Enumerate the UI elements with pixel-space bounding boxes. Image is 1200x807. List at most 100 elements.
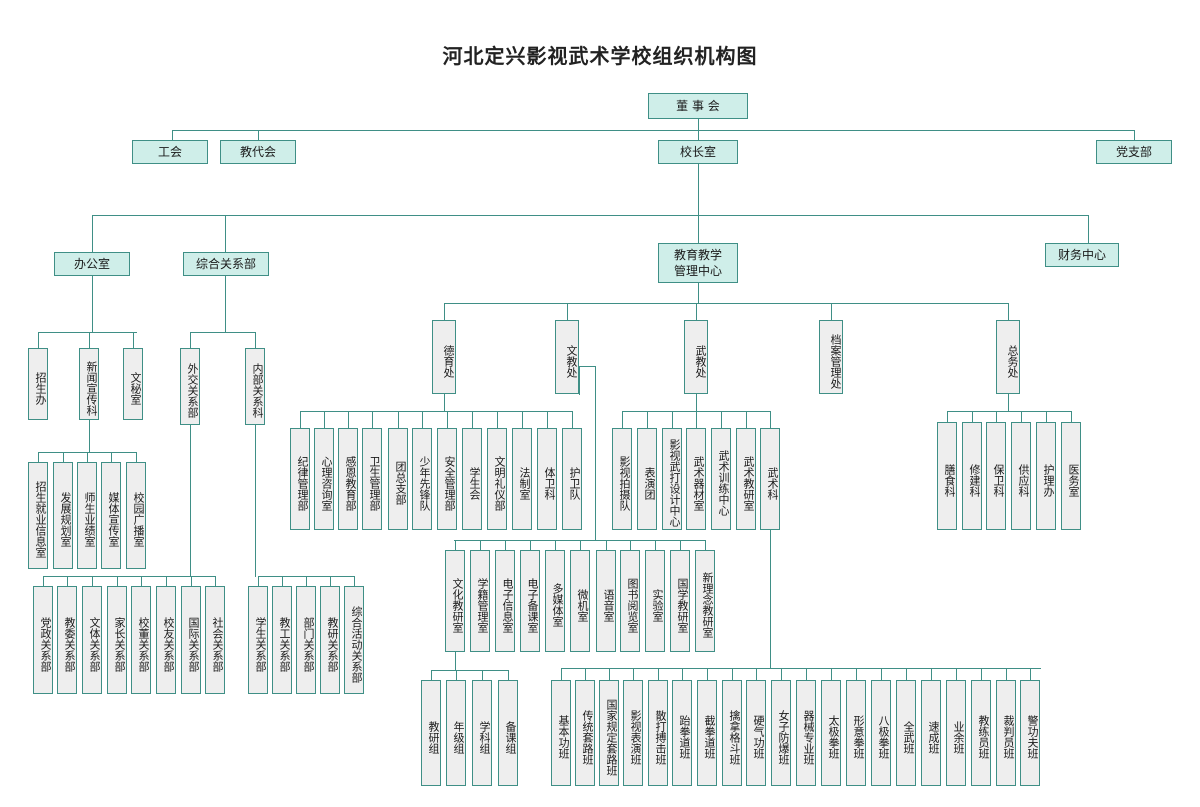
connector-line	[89, 420, 90, 453]
connector-line	[658, 668, 659, 681]
connector-line	[455, 540, 456, 551]
connector-line	[258, 130, 259, 141]
connector-line	[133, 332, 134, 349]
martial-class-8: 硬气功班	[746, 680, 766, 786]
connector-line	[255, 332, 256, 349]
general-affairs-child-5: 医务室	[1061, 422, 1081, 530]
connector-line	[585, 668, 586, 681]
branch-bar	[300, 411, 573, 412]
staff-congress-node: 教代会	[220, 140, 296, 164]
internal-child-3: 教研关系部	[320, 586, 340, 694]
martial-class-12: 形意拳班	[846, 680, 866, 786]
connector-line	[696, 303, 697, 321]
connector-line	[1006, 668, 1007, 681]
branch-bar	[444, 303, 1009, 304]
culture-child-4: 多媒体室	[545, 550, 565, 652]
moral-child-1: 心理咨询室	[314, 428, 334, 530]
party-branch-node: 党支部	[1096, 140, 1172, 164]
moral-child-4: 团总支部	[388, 428, 408, 530]
office-child-1: 新闻宣传科	[79, 348, 99, 420]
culture-child-3: 电子备课室	[520, 550, 540, 652]
connector-line	[300, 411, 301, 429]
connector-line	[455, 652, 456, 671]
connector-line	[696, 394, 697, 412]
general-child-0: 外交关系部	[180, 348, 200, 425]
connector-line	[996, 411, 997, 423]
culture-child-7: 图书阅览室	[620, 550, 640, 652]
connector-line	[672, 411, 673, 429]
connector-line	[1071, 411, 1072, 423]
office-child-2: 文秘室	[123, 348, 143, 420]
martial-class-18: 裁判员班	[996, 680, 1016, 786]
moral-child-2: 感恩教育部	[338, 428, 358, 530]
martial-child-2: 影视武打设计中心	[662, 428, 682, 530]
martial-class-14: 全武班	[896, 680, 916, 786]
recruit-child-0: 招生就业信息室	[28, 462, 48, 569]
connector-line	[480, 540, 481, 551]
connector-line	[447, 411, 448, 429]
martial-class-11: 太极拳班	[821, 680, 841, 786]
general-affairs-child-3: 供应科	[1011, 422, 1031, 530]
martial-child-6: 武术科	[760, 428, 780, 530]
connector-line	[530, 540, 531, 551]
branch-bar	[561, 668, 1041, 669]
culture-child-8: 实验室	[645, 550, 665, 652]
connector-line	[831, 303, 832, 321]
connector-line	[225, 276, 226, 333]
martial-class-13: 八极拳班	[871, 680, 891, 786]
culture-child-1: 学籍管理室	[470, 550, 490, 652]
branch-bar	[92, 215, 1089, 216]
connector-line	[606, 540, 607, 551]
general-affairs-child-2: 保卫科	[986, 422, 1006, 530]
connector-line	[1088, 215, 1089, 244]
moral-child-6: 安全管理部	[437, 428, 457, 530]
chart-title: 河北定兴影视武术学校组织机构图	[442, 44, 758, 68]
branch-bar	[947, 411, 1072, 412]
connector-line	[92, 215, 93, 253]
connector-line	[770, 530, 771, 669]
connector-line	[698, 215, 699, 244]
connector-line	[166, 576, 167, 587]
connector-line	[117, 576, 118, 587]
connector-line	[141, 576, 142, 587]
connector-line	[330, 576, 331, 587]
connector-line	[633, 668, 634, 681]
teaching-center-node: 教育教学 管理中心	[658, 243, 738, 283]
connector-line	[38, 332, 39, 349]
moral-child-8: 文明礼仪部	[487, 428, 507, 530]
connector-line	[497, 411, 498, 429]
culture-child-9: 国学教研室	[670, 550, 690, 652]
external-child-0: 党政关系部	[33, 586, 53, 694]
connector-line	[547, 411, 548, 429]
connector-line	[1030, 668, 1031, 681]
connector-line	[431, 670, 432, 681]
external-child-6: 国际关系部	[181, 586, 201, 694]
internal-child-2: 部门关系部	[296, 586, 316, 694]
connector-line	[579, 366, 580, 395]
board-node: 董 事 会	[648, 93, 748, 119]
external-child-1: 教委关系部	[57, 586, 77, 694]
martial-class-3: 影视表演班	[623, 680, 643, 786]
connector-line	[255, 425, 256, 577]
internal-child-1: 教工关系部	[272, 586, 292, 694]
martial-child-5: 武术教研室	[736, 428, 756, 530]
connector-line	[1021, 411, 1022, 423]
connector-line	[831, 668, 832, 681]
teaching-child-0: 德育处	[432, 320, 456, 394]
branch-bar	[431, 670, 509, 671]
connector-line	[38, 452, 39, 463]
connector-line	[482, 670, 483, 681]
general-child-1: 内部关系科	[245, 348, 265, 425]
martial-class-16: 业余班	[946, 680, 966, 786]
connector-line	[422, 411, 423, 429]
culture-research-child-0: 教研组	[421, 680, 441, 786]
union-node: 工会	[132, 140, 208, 164]
connector-line	[698, 283, 699, 304]
connector-line	[1008, 394, 1009, 412]
connector-line	[707, 668, 708, 681]
martial-child-4: 武术训练中心	[711, 428, 731, 530]
culture-child-2: 电子信息室	[495, 550, 515, 652]
connector-line	[906, 668, 907, 681]
teaching-child-2: 武教处	[684, 320, 708, 394]
